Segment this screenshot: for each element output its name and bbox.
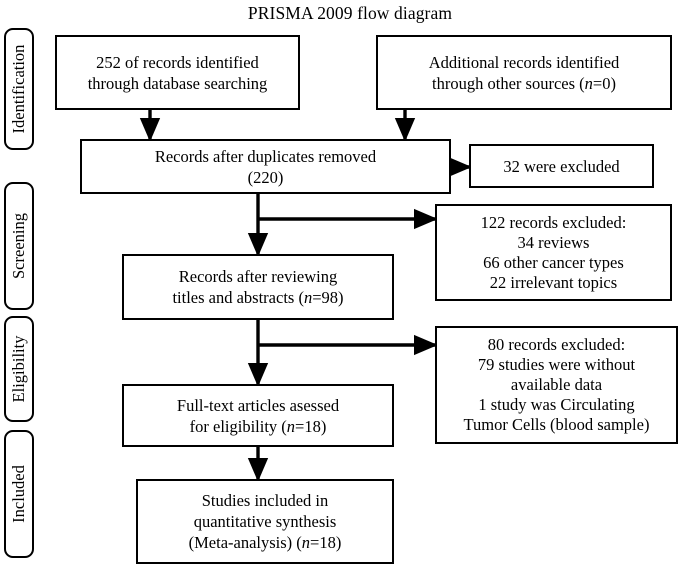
stage-label-screening: Screening — [4, 182, 34, 310]
page-title: PRISMA 2009 flow diagram — [247, 3, 453, 23]
node-eligibility-excluded: 80 records excluded: 79 studies were wit… — [435, 326, 678, 444]
stage-label-included: Included — [4, 430, 34, 558]
node-after-screening-text: Records after reviewing titles and abstr… — [172, 267, 344, 307]
node-database-records: 252 of records identified through databa… — [55, 35, 300, 110]
stage-label-screening-text: Screening — [9, 213, 28, 279]
n-variable: n — [584, 73, 593, 93]
node-other-records: Additional records identified through ot… — [376, 35, 672, 110]
stage-label-identification-text: Identification — [9, 44, 28, 134]
node-fulltext-assessed-text: Full-text articles asessed for eligibili… — [176, 395, 340, 436]
node-duplicates-excluded-text: 32 were excluded — [503, 156, 620, 176]
node-after-screening: Records after reviewing titles and abstr… — [122, 254, 394, 320]
node-after-duplicates: Records after duplicates removed (220) — [80, 139, 451, 194]
stage-label-included-text: Included — [9, 465, 28, 523]
n-variable: n — [286, 416, 296, 436]
node-other-records-text: Additional records identified through ot… — [428, 52, 620, 93]
n-variable: n — [303, 288, 313, 307]
node-screening-excluded: 122 records excluded: 34 reviews 66 othe… — [435, 204, 672, 301]
n-variable: n — [301, 533, 311, 552]
node-after-duplicates-text: Records after duplicates removed (220) — [154, 146, 377, 187]
node-fulltext-assessed: Full-text articles asessed for eligibili… — [122, 384, 394, 447]
stage-label-eligibility: Eligibility — [4, 316, 34, 422]
node-screening-excluded-text: 122 records excluded: 34 reviews 66 othe… — [480, 212, 627, 292]
node-duplicates-excluded: 32 were excluded — [469, 144, 654, 188]
node-eligibility-excluded-text: 80 records excluded: 79 studies were wit… — [463, 335, 650, 434]
stage-label-identification: Identification — [4, 28, 34, 150]
node-included-studies: Studies included in quantitative synthes… — [136, 479, 394, 564]
node-included-studies-text: Studies included in quantitative synthes… — [188, 491, 342, 552]
node-database-records-text: 252 of records identified through databa… — [87, 52, 268, 93]
stage-label-eligibility-text: Eligibility — [9, 335, 28, 403]
